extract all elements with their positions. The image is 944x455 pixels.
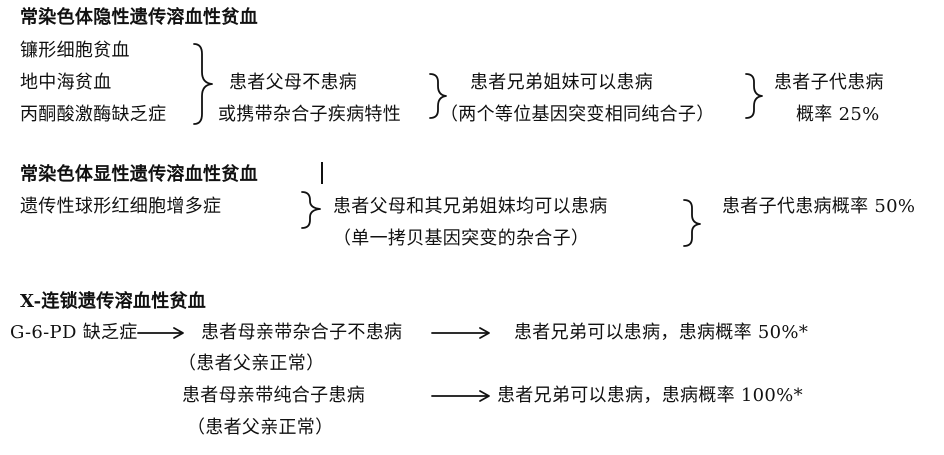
xlinked-section-title: X-连锁遗传溶血性贫血 [20, 291, 207, 312]
dominant-heterozygous-note: （单一拷贝基因突变的杂合子） [333, 228, 590, 249]
xlinked-brothers-100-text: 患者兄弟可以患病，患病概率 100%* [497, 385, 803, 406]
dominant-family-text: 患者父母和其兄弟姐妹均可以患病 [333, 196, 608, 217]
dominant-disease-brace [301, 191, 321, 229]
xlinked-brothers-50-text: 患者兄弟可以患病，患病概率 50%* [514, 322, 809, 343]
dominant-family-brace [683, 199, 701, 247]
recessive-disease-brace [193, 43, 213, 125]
recessive-siblings-brace [745, 73, 763, 119]
xlinked-disease-item: G-6-PD 缺乏症 [10, 322, 138, 343]
recessive-disease-item: 镰形细胞贫血 [20, 40, 130, 61]
dominant-offspring-text: 患者子代患病概率 50% [722, 196, 916, 217]
recessive-section-title: 常染色体隐性遗传溶血性贫血 [20, 7, 258, 28]
xlinked-mother-homozygous-text: 患者母亲带纯合子患病 [182, 385, 365, 406]
arrow-head [479, 390, 490, 402]
recessive-siblings-text: 患者兄弟姐妹可以患病 [470, 72, 653, 93]
xlinked-father-normal-note: （患者父亲正常） [187, 417, 334, 438]
xlinked-mother-heterozygous-text: 患者母亲带杂合子不患病 [201, 322, 403, 343]
arrow-head [479, 327, 490, 339]
recessive-homozygous-note: （两个等位基因突变相同纯合子） [440, 104, 715, 125]
recessive-probability-text: 概率 25% [796, 104, 880, 125]
dominant-disease-item: 遗传性球形红细胞增多症 [20, 196, 222, 217]
recessive-offspring-text: 患者子代患病 [774, 72, 884, 93]
xlinked-father-normal-note: （患者父亲正常） [178, 353, 325, 374]
recessive-carrier-text: 或携带杂合子疾病特性 [218, 104, 401, 125]
recessive-parents-text: 患者父母不患病 [229, 72, 358, 93]
text-cursor [321, 162, 323, 184]
dominant-section-title: 常染色体显性遗传溶血性贫血 [20, 164, 258, 185]
arrow-head [173, 327, 184, 339]
recessive-disease-item: 丙酮酸激酶缺乏症 [20, 104, 167, 125]
recessive-disease-item: 地中海贫血 [20, 72, 112, 93]
